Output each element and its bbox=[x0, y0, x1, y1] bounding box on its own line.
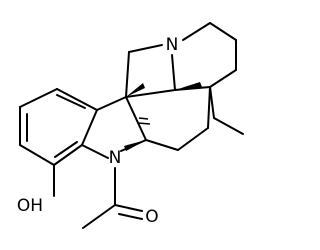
bond bbox=[56, 88, 98, 111]
bond bbox=[174, 86, 211, 91]
wedge-bond bbox=[126, 83, 145, 97]
bond bbox=[207, 86, 211, 129]
bond bbox=[182, 22, 211, 41]
bond bbox=[125, 96, 147, 141]
bond bbox=[53, 144, 83, 166]
bond bbox=[145, 139, 179, 151]
hash-bond bbox=[138, 117, 149, 120]
chemical-structure-diagram: N N OH O bbox=[17, 22, 244, 229]
bond bbox=[213, 117, 244, 135]
bond bbox=[125, 51, 130, 98]
bond bbox=[82, 204, 116, 229]
bond bbox=[128, 44, 163, 53]
bond bbox=[114, 204, 143, 212]
bond bbox=[209, 69, 237, 88]
aromatic-double-bond bbox=[54, 141, 78, 158]
bond-lines bbox=[19, 22, 244, 229]
bond bbox=[209, 86, 215, 119]
hashed-bonds bbox=[137, 117, 151, 125]
bond bbox=[171, 54, 176, 91]
bond bbox=[125, 89, 176, 98]
bond bbox=[81, 109, 98, 146]
stereo-bonds bbox=[124, 82, 202, 151]
atom-label-carbonyl-oxygen: O bbox=[145, 207, 158, 227]
bond bbox=[81, 144, 109, 159]
bond bbox=[209, 22, 237, 41]
hash-bond bbox=[137, 122, 151, 125]
bond bbox=[19, 144, 55, 166]
bond bbox=[96, 96, 127, 111]
atom-label-n-bridge: N bbox=[166, 35, 179, 55]
wedge-bond bbox=[175, 82, 202, 90]
atom-label-n-indoline: N bbox=[109, 148, 122, 168]
bond bbox=[19, 88, 58, 108]
atom-label-hydroxyl: OH bbox=[17, 196, 43, 216]
bond bbox=[177, 127, 209, 151]
wedge-bond bbox=[124, 140, 146, 151]
carbonyl-double-bond bbox=[118, 213, 143, 220]
aromatic-double-bond bbox=[56, 94, 86, 109]
